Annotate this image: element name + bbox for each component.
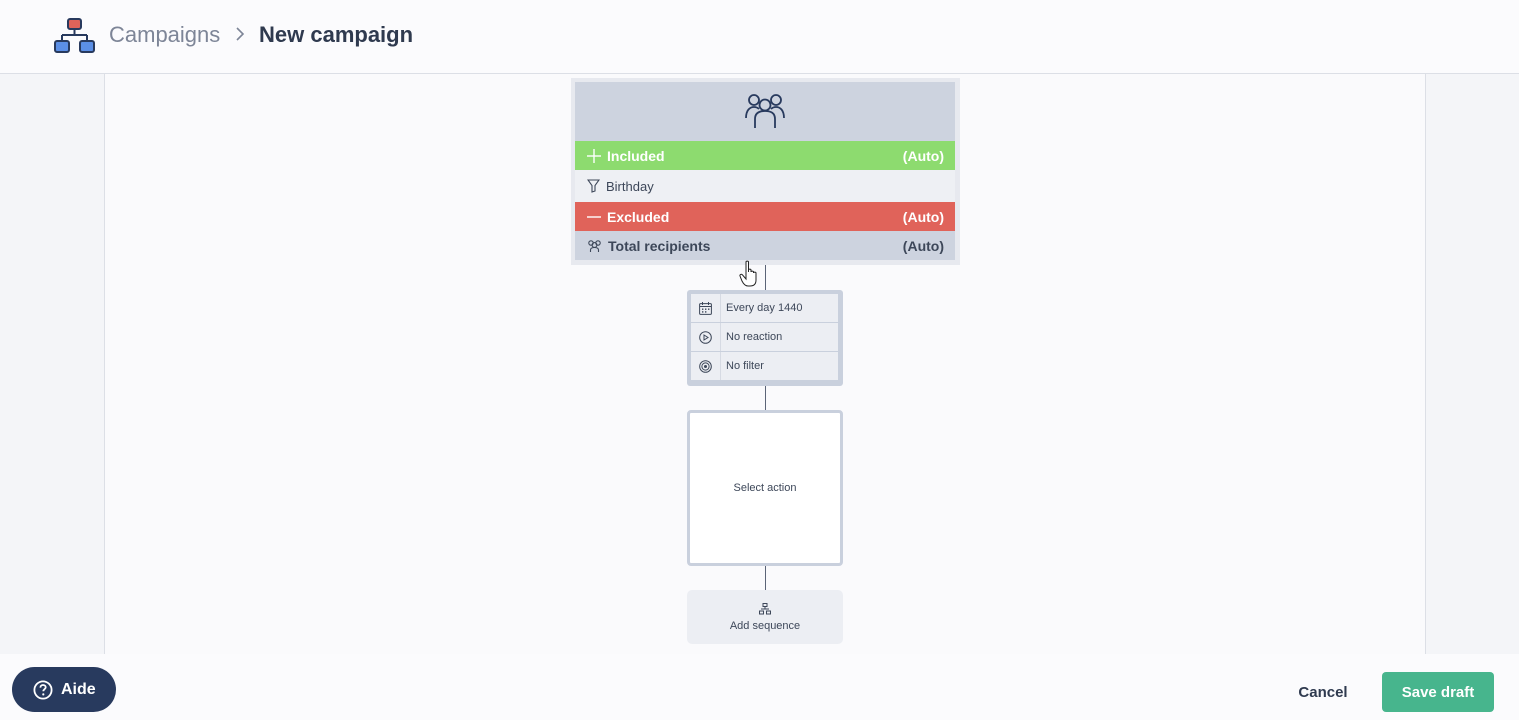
segment-label: Birthday [606,178,654,194]
included-count: (Auto) [902,147,944,164]
connector-line [765,265,766,290]
page-footer [0,654,1519,720]
play-circle-icon [699,330,712,344]
trigger-row-reaction[interactable]: No reaction [691,323,838,351]
trigger-row-filter[interactable]: No filter [691,352,838,380]
trigger-row-schedule[interactable]: Every day 1440 [691,294,838,322]
segment-row-birthday[interactable]: Birthday [575,170,955,202]
page-title: New campaign [259,22,414,47]
included-label: Included [607,147,665,164]
hand-pointer-cursor-icon [739,260,757,287]
connector-line [765,386,766,410]
page-header: Campaigns New campaign [0,0,1519,74]
add-sequence-icon [759,602,771,614]
add-sequence-button[interactable]: Add sequence [687,590,843,644]
group-users-icon [745,94,785,128]
trigger-schedule-text: Every day 1440 [726,302,803,314]
help-button[interactable]: Aide [12,667,116,712]
chevron-right-icon [236,27,245,41]
help-label: Aide [61,680,96,698]
excluded-row[interactable]: Excluded (Auto) [575,202,955,231]
plus-icon [587,148,601,163]
select-action-card[interactable]: Select action [687,410,843,566]
target-icon [699,359,712,373]
campaign-network-icon [54,18,95,53]
minus-icon [587,215,601,218]
total-recipients-label: Total recipients [608,237,711,254]
included-row[interactable]: Included (Auto) [575,141,955,170]
total-recipients-row: Total recipients (Auto) [575,231,955,260]
add-sequence-label: Add sequence [729,619,801,632]
excluded-count: (Auto) [902,208,944,225]
question-circle-icon [33,679,53,700]
excluded-label: Excluded [607,208,670,225]
breadcrumb-campaigns-link[interactable]: Campaigns [109,22,221,47]
cancel-button[interactable]: Cancel [1298,683,1348,701]
audience-card-header[interactable] [575,82,955,141]
users-icon [588,239,601,252]
connector-line [765,566,766,590]
total-recipients-count: (Auto) [902,237,944,254]
trigger-reaction-text: No reaction [726,331,783,343]
trigger-filter-text: No filter [726,360,764,372]
save-draft-button[interactable]: Save draft [1382,672,1494,712]
calendar-icon [699,301,712,315]
filter-icon [587,179,600,193]
select-action-label: Select action [733,482,797,494]
